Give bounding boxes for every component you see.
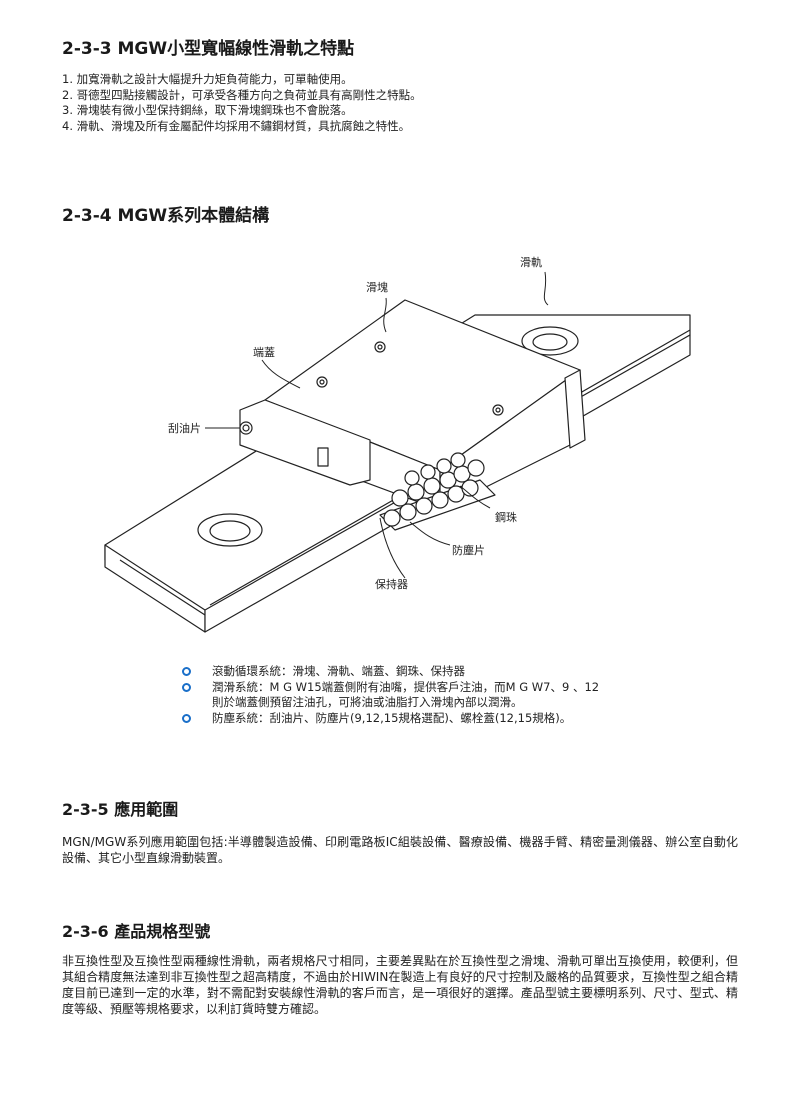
feature-item: 4. 滑軌、滑塊及所有金屬配件均採用不鏽鋼材質，具抗腐蝕之特性。: [62, 118, 411, 133]
bullet-icon: [182, 667, 191, 676]
feature-list: 1. 加寬滑軌之設計大幅提升力矩負荷能力，可單軸使用。 2. 哥德型四點接觸設計…: [62, 72, 422, 134]
section-236-title: 2-3-6 產品規格型號: [62, 922, 211, 941]
system-list: 滾動循環系統：滑塊、滑軌、端蓋、鋼珠、保持器 潤滑系統：M G W15端蓋側附有…: [182, 664, 599, 726]
section-233-title: 2-3-3 MGW小型寬幅線性滑軌之特點: [62, 39, 355, 59]
label-dust-plate: 防塵片: [452, 543, 485, 557]
bullet-icon: [182, 682, 191, 692]
label-block: 滑塊: [366, 281, 388, 294]
feature-item: 3. 滑塊裝有微小型保持鋼絲，取下滑塊鋼珠也不會脫落。: [62, 103, 353, 117]
section-235-text: MGN/MGW系列應用範圍包括:半導體製造設備、印刷電路板IC組裝設備、醫療設備…: [62, 835, 738, 865]
list-item: 潤滑系統：M G W15端蓋側附有油嘴，提供客戶注油，而M G W7、9 、12…: [182, 680, 599, 711]
feature-item: 1. 加寬滑軌之設計大幅提升力矩負荷能力，可單軸使用。: [62, 72, 353, 86]
balls: [383, 452, 485, 527]
label-retainer: 保持器: [375, 577, 408, 591]
structure-diagram: 滑軌 滑塊 端蓋 刮油片 鋼珠 防塵片 保持器: [104, 255, 691, 633]
list-item: 防塵系統：刮油片、防塵片(9,12,15規格選配)、螺栓蓋(12,15規格)。: [182, 711, 599, 727]
feature-item: 2. 哥德型四點接觸設計，可承受各種方向之負荷並具有高剛性之特點。: [62, 87, 422, 102]
end-cap: [239, 399, 371, 486]
section-236-text: 非互換性型及互換性型兩種線性滑軌，兩者規格尺寸相同，主要差異點在於互換性型之滑塊…: [62, 954, 738, 1016]
bullet-icon: [182, 713, 191, 723]
label-ball: 鋼珠: [495, 510, 517, 524]
label-rail: 滑軌: [520, 255, 542, 269]
list-item: 滾動循環系統：滑塊、滑軌、端蓋、鋼珠、保持器: [182, 664, 599, 680]
section-235-title: 2-3-5 應用範圍: [62, 800, 179, 819]
section-234-title: 2-3-4 MGW系列本體結構: [62, 206, 270, 226]
label-end-cap: 端蓋: [253, 346, 275, 359]
label-scraper: 刮油片: [168, 421, 201, 435]
